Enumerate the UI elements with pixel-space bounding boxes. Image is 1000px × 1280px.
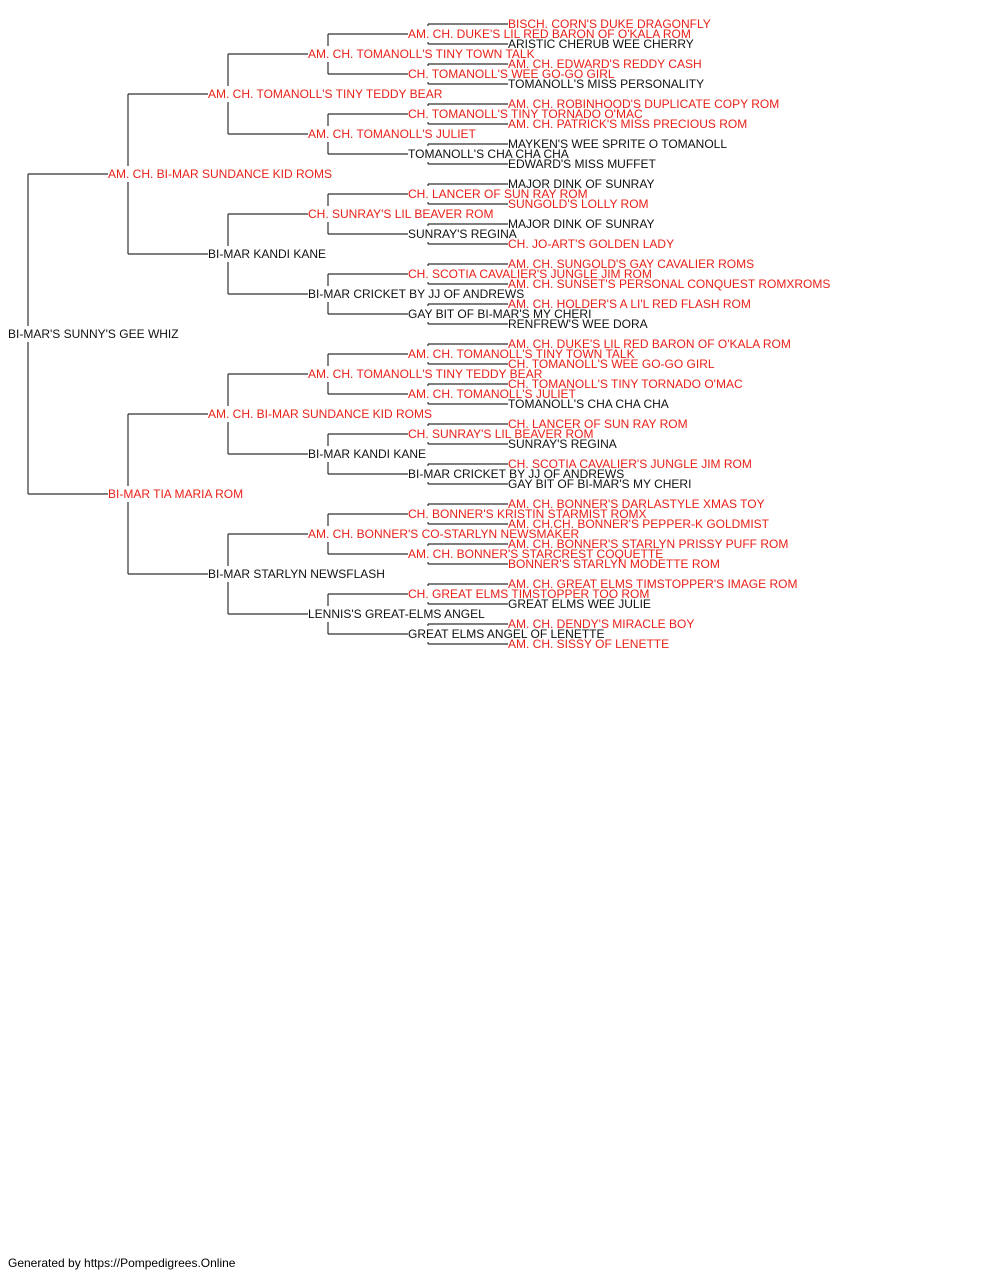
pedigree-entry: AM. CH. SISSY OF LENETTE	[508, 637, 669, 651]
pedigree-entry: CH. JO-ART'S GOLDEN LADY	[508, 237, 674, 251]
pedigree-entry: AM. CH. BONNER'S STARCREST COQUETTE	[408, 547, 663, 561]
pedigree-entry: ARISTIC CHERUB WEE CHERRY	[508, 37, 694, 51]
pedigree-entry: CH. TOMANOLL'S TINY TORNADO O'MAC	[508, 377, 743, 391]
pedigree-entry: AM. CH. DUKE'S LIL RED BARON OF O'KALA R…	[508, 337, 791, 351]
pedigree-entry: CH. LANCER OF SUN RAY ROM	[408, 187, 588, 201]
pedigree-entry: AM. CH. BONNER'S CO-STARLYN NEWSMAKER	[308, 527, 580, 541]
pedigree-entry: BONNER'S STARLYN MODETTE ROM	[508, 557, 720, 571]
pedigree-entry: BI-MAR TIA MARIA ROM	[108, 487, 243, 501]
pedigree-entry: AM. CH. BONNER'S DARLASTYLE XMAS TOY	[508, 497, 765, 511]
footer-credit: Generated by https://Pompedigrees.Online	[8, 1256, 236, 1270]
pedigree-entry: EDWARD'S MISS MUFFET	[508, 157, 657, 171]
pedigree-entry: CH. SCOTIA CAVALIER'S JUNGLE JIM ROM	[408, 267, 652, 281]
pedigree-entry: GREAT ELMS ANGEL OF LENETTE	[408, 627, 605, 641]
pedigree-entry: AM. CH. TOMANOLL'S TINY TOWN TALK	[408, 347, 635, 361]
pedigree-entry: MAYKEN'S WEE SPRITE O TOMANOLL	[508, 137, 727, 151]
pedigree-entry: TOMANOLL'S CHA CHA CHA	[408, 147, 569, 161]
pedigree-entry: SUNGOLD'S LOLLY ROM	[508, 197, 649, 211]
pedigree-entry: BI-MAR'S SUNNY'S GEE WHIZ	[8, 327, 179, 341]
pedigree-entry: CH. SUNRAY'S LIL BEAVER ROM	[408, 427, 593, 441]
pedigree-entry: CH. TOMANOLL'S TINY TORNADO O'MAC	[408, 107, 643, 121]
pedigree-entry: CH. GREAT ELMS TIMSTOPPER TOO ROM	[408, 587, 649, 601]
pedigree-entry: AM. CH. GREAT ELMS TIMSTOPPER'S IMAGE RO…	[508, 577, 797, 591]
pedigree-entry: RENFREW'S WEE DORA	[508, 317, 648, 331]
pedigree-entry: BI-MAR CRICKET BY JJ OF ANDREWS	[308, 287, 524, 301]
pedigree-entry: TOMANOLL'S CHA CHA CHA	[508, 397, 669, 411]
pedigree-entry: AM. CH. TOMANOLL'S TINY TOWN TALK	[308, 47, 535, 61]
pedigree-entry: AM. CH. SUNSET'S PERSONAL CONQUEST ROMXR…	[508, 277, 830, 291]
pedigree-entry: AM. CH. EDWARD'S REDDY CASH	[508, 57, 702, 71]
pedigree-entry: BI-MAR CRICKET BY JJ OF ANDREWS	[408, 467, 624, 481]
pedigree-entry: CH. BONNER'S KRISTIN STARMIST ROMX	[408, 507, 647, 521]
pedigree-entry: CH. TOMANOLL'S WEE GO-GO GIRL	[508, 357, 715, 371]
pedigree-entry: AM. CH. PATRICK'S MISS PRECIOUS ROM	[508, 117, 747, 131]
pedigree-entry: CH. LANCER OF SUN RAY ROM	[508, 417, 688, 431]
pedigree-entry: AM. CH. TOMANOLL'S TINY TEDDY BEAR	[308, 367, 543, 381]
pedigree-entry: BI-MAR KANDI KANE	[308, 447, 426, 461]
pedigree-entry: AM. CH. DUKE'S LIL RED BARON OF O'KALA R…	[408, 27, 691, 41]
pedigree-entry: LENNIS'S GREAT-ELMS ANGEL	[308, 607, 485, 621]
pedigree-entry: SUNRAY'S REGINA	[408, 227, 517, 241]
pedigree-entry: GAY BIT OF BI-MAR'S MY CHERI	[508, 477, 691, 491]
pedigree-entry: GREAT ELMS WEE JULIE	[508, 597, 651, 611]
pedigree-entry: AM. CH. BONNER'S STARLYN PRISSY PUFF ROM	[508, 537, 788, 551]
pedigree-entry: CH. SUNRAY'S LIL BEAVER ROM	[308, 207, 493, 221]
pedigree-entry: BISCH. CORN'S DUKE DRAGONFLY	[508, 17, 711, 31]
pedigree-entry: GAY BIT OF BI-MAR'S MY CHERI	[408, 307, 591, 321]
pedigree-entry: AM. CH. TOMANOLL'S TINY TEDDY BEAR	[208, 87, 443, 101]
pedigree-entry: TOMANOLL'S MISS PERSONALITY	[508, 77, 704, 91]
pedigree-entry: CH. SCOTIA CAVALIER'S JUNGLE JIM ROM	[508, 457, 752, 471]
pedigree-entry: AM. CH.CH. BONNER'S PEPPER-K GOLDMIST	[508, 517, 770, 531]
pedigree-entry: AM. CH. BI-MAR SUNDANCE KID ROMS	[208, 407, 432, 421]
pedigree-entry: AM. CH. HOLDER'S A LI'L RED FLASH ROM	[508, 297, 751, 311]
pedigree-entry: BI-MAR STARLYN NEWSFLASH	[208, 567, 385, 581]
pedigree-entry: AM. CH. TOMANOLL'S JULIET	[408, 387, 577, 401]
pedigree-entry: AM. CH. TOMANOLL'S JULIET	[308, 127, 477, 141]
pedigree-entry: SUNRAY'S REGINA	[508, 437, 617, 451]
pedigree-entry: AM. CH. BI-MAR SUNDANCE KID ROMS	[108, 167, 332, 181]
pedigree-entry: BI-MAR KANDI KANE	[208, 247, 326, 261]
pedigree-entry: AM. CH. ROBINHOOD'S DUPLICATE COPY ROM	[508, 97, 779, 111]
pedigree-entry: AM. CH. DENDY'S MIRACLE BOY	[508, 617, 694, 631]
pedigree-entry: AM. CH. SUNGOLD'S GAY CAVALIER ROMS	[508, 257, 754, 271]
pedigree-entry: CH. TOMANOLL'S WEE GO-GO GIRL	[408, 67, 615, 81]
pedigree-entry: MAJOR DINK OF SUNRAY	[508, 217, 654, 231]
pedigree-entry: MAJOR DINK OF SUNRAY	[508, 177, 654, 191]
